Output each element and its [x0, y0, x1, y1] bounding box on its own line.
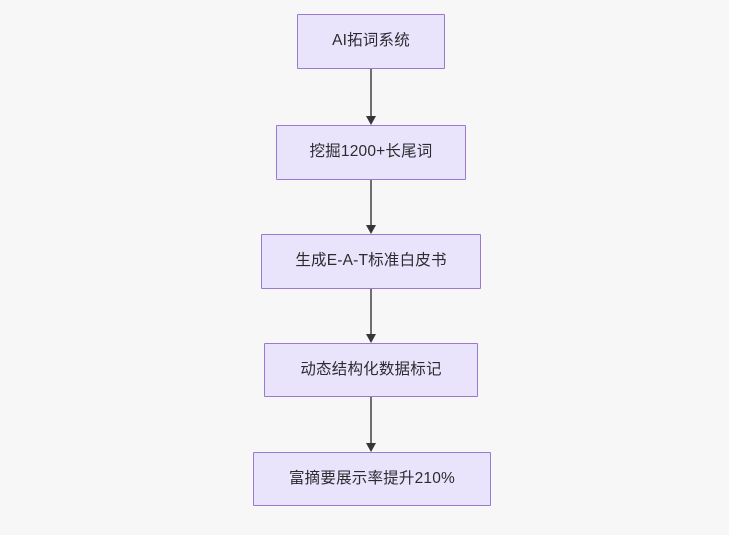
flow-node-label: 生成E-A-T标准白皮书 — [295, 252, 447, 270]
flow-node-label: 富摘要展示率提升210% — [288, 469, 456, 487]
arrow-head-icon — [366, 334, 376, 343]
flow-edge-1-to-2 — [362, 69, 380, 125]
flow-edge-2-to-3 — [362, 180, 380, 234]
flow-node-generate-eat-whitepaper[interactable]: 生成E-A-T标准白皮书 — [261, 234, 481, 289]
edge-line — [370, 289, 372, 335]
arrow-head-icon — [366, 443, 376, 452]
flow-node-label: 挖掘1200+长尾词 — [309, 143, 433, 161]
edge-line — [370, 69, 372, 117]
flow-edge-4-to-5 — [362, 397, 380, 452]
arrow-head-icon — [366, 116, 376, 125]
flow-node-label: AI拓词系统 — [332, 32, 410, 50]
arrow-head-icon — [366, 225, 376, 234]
flow-node-ai-keyword-system[interactable]: AI拓词系统 — [297, 14, 445, 69]
flow-edge-3-to-4 — [362, 289, 380, 343]
flow-node-dynamic-structured-data-markup[interactable]: 动态结构化数据标记 — [264, 343, 478, 397]
flow-node-label: 动态结构化数据标记 — [300, 360, 442, 378]
flow-node-rich-snippet-rate-increase[interactable]: 富摘要展示率提升210% — [253, 452, 491, 506]
edge-line — [370, 180, 372, 226]
edge-line — [370, 397, 372, 444]
flow-node-mine-longtail-keywords[interactable]: 挖掘1200+长尾词 — [276, 125, 466, 180]
